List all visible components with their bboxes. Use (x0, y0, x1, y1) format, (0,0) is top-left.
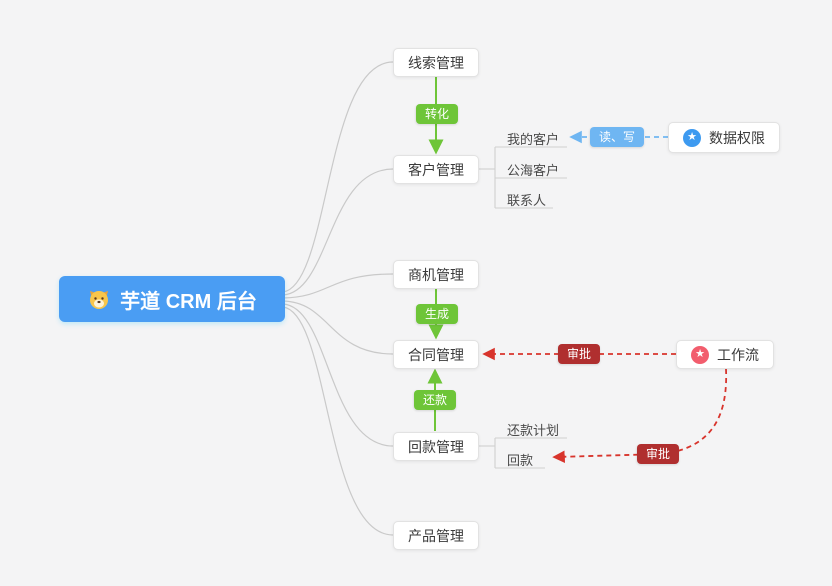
node-label: 工作流 (717, 346, 759, 363)
subitem-my-customer: 我的客户 (507, 129, 559, 148)
node-business-management: 商机管理 (393, 260, 479, 289)
badge-label: 转化 (424, 107, 450, 121)
dog-face-icon (87, 287, 111, 311)
badge-repay: 还款 (413, 390, 457, 410)
root-node-crm-backend: 芋道 CRM 后台 (59, 276, 285, 322)
star-circle-blue-icon: ★ (683, 128, 701, 147)
subitem-public-customer: 公海客户 (507, 160, 559, 179)
subitem-label: 公海客户 (507, 163, 560, 178)
badge-label: 还款 (422, 393, 448, 407)
node-label: 数据权限 (709, 129, 765, 146)
node-data-permission: ★ 数据权限 (668, 122, 780, 153)
subitem-contact: 联系人 (507, 190, 546, 209)
node-label: 回款管理 (408, 438, 464, 455)
subitem-repayment-plan: 还款计划 (507, 420, 559, 439)
node-contract-management: 合同管理 (393, 340, 479, 369)
badge-label: 生成 (424, 307, 450, 321)
subitem-label: 还款计划 (507, 423, 560, 438)
badge-approve-receivable: 审批 (636, 444, 680, 464)
node-label: 客户管理 (408, 161, 464, 178)
badge-convert: 转化 (415, 104, 459, 124)
node-label: 合同管理 (408, 346, 464, 363)
badge-label: 审批 (566, 347, 592, 361)
star-circle-pink-icon: ★ (691, 345, 709, 364)
badge-generate: 生成 (415, 304, 459, 324)
node-clue-management: 线索管理 (393, 48, 479, 77)
badge-label: 读、写 (598, 130, 636, 144)
node-workflow: ★ 工作流 (676, 340, 774, 369)
subitem-label: 回款 (507, 453, 534, 468)
badge-read-write: 读、写 (589, 127, 645, 147)
node-label: 线索管理 (408, 54, 464, 71)
badge-label: 审批 (645, 447, 671, 461)
badge-approve-contract: 审批 (557, 344, 601, 364)
node-label: 产品管理 (408, 527, 464, 544)
node-product-management: 产品管理 (393, 521, 479, 550)
root-node-label: 芋道 CRM 后台 (120, 290, 257, 313)
subitem-label: 联系人 (507, 193, 547, 208)
subitem-label: 我的客户 (507, 132, 560, 147)
subitem-repayment: 回款 (507, 450, 533, 469)
node-receivable-management: 回款管理 (393, 432, 479, 461)
node-customer-management: 客户管理 (393, 155, 479, 184)
node-label: 商机管理 (408, 266, 464, 283)
